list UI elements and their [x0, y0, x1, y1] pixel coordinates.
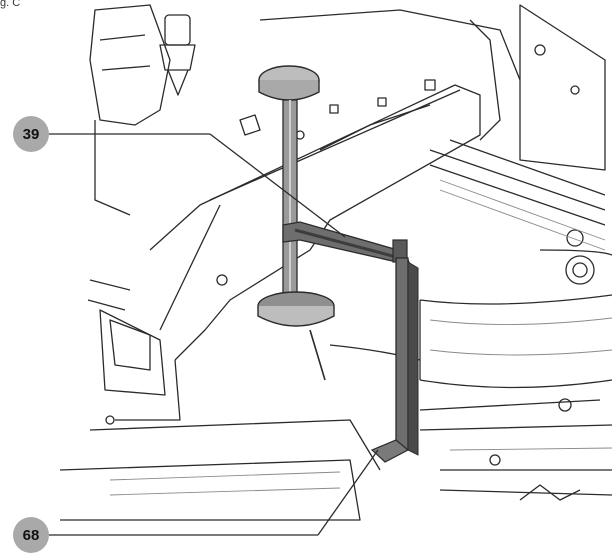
clamp-bracket [282, 221, 419, 463]
figure-label: g. C [0, 0, 21, 9]
callout-68-label: 68 [23, 527, 40, 544]
callout-68: 68 [13, 449, 379, 553]
callout-39-badge [13, 116, 49, 152]
callout-39: 39 [13, 116, 346, 238]
callout-39-label: 39 [23, 126, 40, 143]
background-light-lines [109, 179, 612, 496]
background-machine [59, 4, 612, 521]
callout-68-badge [13, 517, 49, 553]
clamp-spindle [257, 65, 335, 381]
